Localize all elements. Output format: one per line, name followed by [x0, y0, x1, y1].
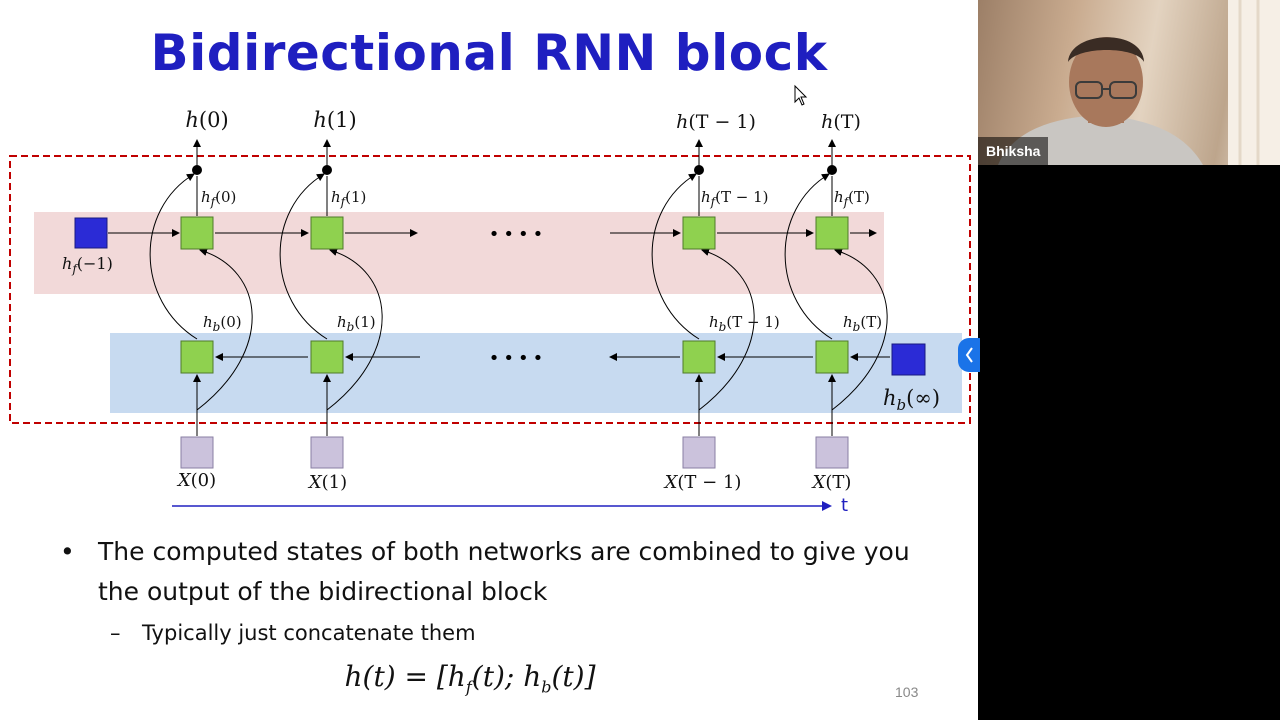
bullet-dash-icon: – [110, 621, 121, 645]
bullet-main: • The computed states of both networks a… [60, 532, 940, 612]
backward-cell [682, 340, 716, 374]
output-label: h(0) [185, 108, 228, 132]
backward-ellipsis: •••• [489, 348, 547, 369]
forward-ellipsis: •••• [489, 224, 547, 245]
dashed-frame [9, 155, 971, 424]
backward-state-label: hb(1) [337, 313, 376, 334]
forward-state-label: hf(T − 1) [701, 188, 768, 209]
forward-cell [815, 216, 849, 250]
backward-cell [815, 340, 849, 374]
output-label: h(T) [821, 111, 861, 133]
forward-state-label: hf(0) [201, 188, 236, 209]
mouse-cursor-icon [794, 84, 808, 106]
bullet-list: • The computed states of both networks a… [60, 532, 940, 648]
bullet-sub: – Typically just concatenate them [60, 618, 940, 648]
bullet-dot-icon: • [60, 537, 75, 566]
input-box [815, 436, 849, 469]
backward-state-label: hb(0) [203, 313, 242, 334]
output-label: h(1) [313, 108, 356, 132]
input-label: X(0) [176, 470, 216, 491]
slide: Bidirectional RNN block [0, 0, 978, 720]
concat-equation: h(t) = [hf(t); hb(t)] [344, 660, 596, 697]
participant-name: Bhiksha [978, 137, 1049, 165]
bidirectional-rnn-diagram: •••• •••• h(0) h(1) h(T − 1) h(T) hf(0) … [9, 84, 971, 516]
side-panel-handle[interactable] [958, 338, 980, 372]
bullet-main-text: The computed states of both networks are… [98, 537, 910, 606]
input-label: X(1) [307, 472, 347, 493]
bullet-sub-text: Typically just concatenate them [142, 621, 476, 645]
output-label: h(T − 1) [676, 111, 756, 133]
forward-band [34, 212, 884, 294]
chevron-icon [965, 347, 973, 363]
person-video-icon [998, 0, 1280, 165]
backward-cell [180, 340, 214, 374]
input-box [682, 436, 716, 469]
input-label: X(T − 1) [663, 472, 742, 493]
forward-state-label: hf(1) [331, 188, 366, 209]
input-label: X(T) [811, 472, 852, 493]
input-box [310, 436, 344, 469]
forward-initial-state [74, 217, 108, 249]
backward-cell [310, 340, 344, 374]
backward-initial-label: hb(∞) [883, 386, 940, 414]
backward-state-label: hb(T − 1) [709, 313, 780, 334]
forward-cell [310, 216, 344, 250]
webcam-tile[interactable]: Bhiksha [978, 0, 1280, 165]
page-number: 103 [895, 684, 919, 700]
forward-cell [682, 216, 716, 250]
input-box [180, 436, 214, 469]
time-axis-label: t [841, 495, 848, 516]
forward-cell [180, 216, 214, 250]
forward-initial-label: hf(−1) [62, 254, 113, 276]
backward-state-label: hb(T) [843, 313, 882, 334]
slide-title: Bidirectional RNN block [150, 24, 828, 82]
forward-state-label: hf(T) [834, 188, 870, 209]
backward-initial-state [891, 343, 926, 376]
